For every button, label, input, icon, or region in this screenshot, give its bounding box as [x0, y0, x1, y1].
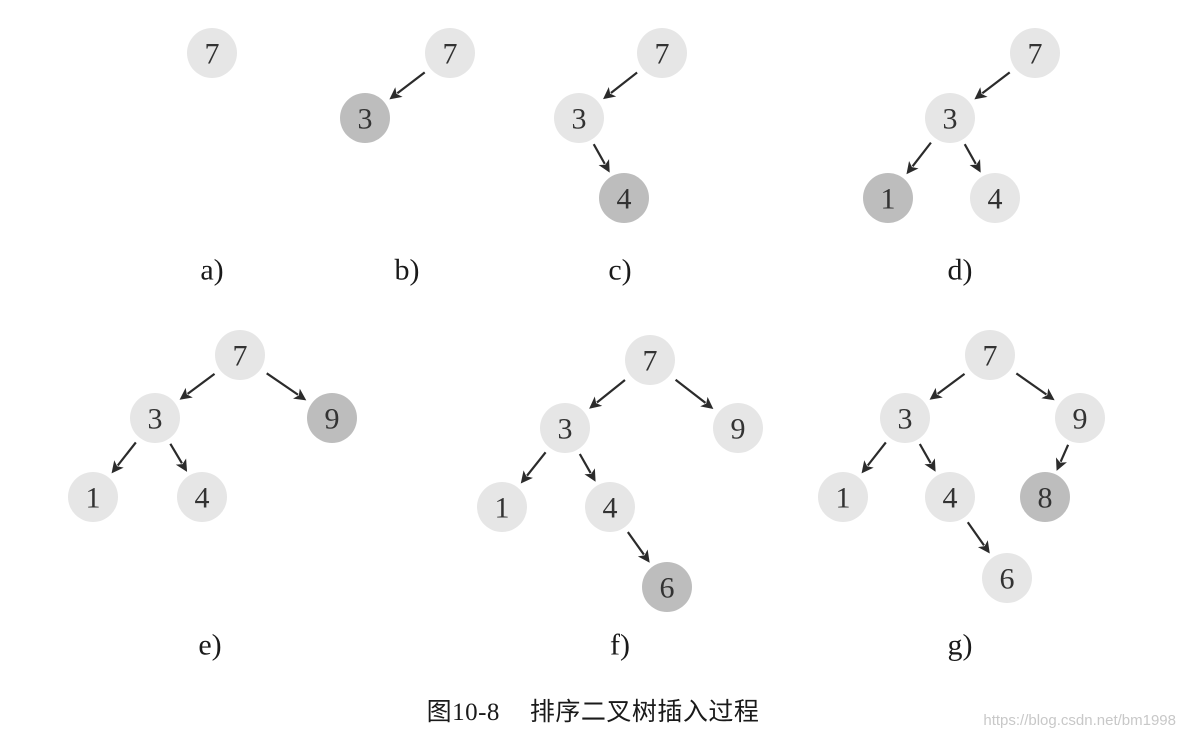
tree-panel-e: 7 3 9 1 4 e) [68, 330, 357, 662]
tree-panel-g: 7 3 9 1 4 8 6 g) [818, 330, 1105, 662]
edge-arrow-n3-n1 [111, 441, 137, 474]
node-value: 1 [881, 183, 896, 216]
node-value: 4 [617, 183, 632, 216]
edge-arrow-n3-n1 [906, 141, 932, 175]
tree-node-4: 4 [925, 472, 975, 522]
edge-arrow-n7-n9 [1015, 372, 1055, 401]
tree-panel-b: 7 3 b) [340, 28, 475, 287]
tree-node-3: 3 [130, 393, 180, 443]
tree-node-3: 3 [925, 93, 975, 143]
edge-arrow-n7-n9 [266, 372, 307, 401]
edge-arrow-n3-n4 [169, 443, 188, 472]
node-value: 7 [643, 345, 658, 378]
node-value: 4 [943, 482, 958, 515]
edge-arrow-n7-n9 [674, 378, 714, 409]
node-value: 3 [558, 413, 573, 446]
tree-node-1: 1 [68, 472, 118, 522]
tree-node-7: 7 [215, 330, 265, 380]
tree-panel-f: 7 3 9 1 4 6 f) [477, 335, 763, 662]
tree-node-7: 7 [637, 28, 687, 78]
tree-node-3: 3 [340, 93, 390, 143]
tree-node-7: 7 [625, 335, 675, 385]
panel-label-f: f) [610, 629, 630, 662]
panel-label-c: c) [608, 254, 631, 287]
node-value: 3 [358, 103, 373, 136]
tree-node-4: 4 [585, 482, 635, 532]
panel-label-a: a) [200, 254, 223, 287]
node-value: 1 [836, 482, 851, 515]
panel-label-b: b) [395, 254, 420, 287]
edge-arrow-n3-n4 [592, 143, 610, 173]
tree-node-6: 6 [982, 553, 1032, 603]
tree-panel-c: 7 3 4 c) [554, 28, 687, 287]
node-value: 7 [233, 340, 248, 373]
tree-panel-d: 7 3 1 4 d) [863, 28, 1060, 287]
figure-caption: 图10-8 排序二叉树插入过程 [0, 692, 1186, 728]
node-value: 6 [1000, 563, 1015, 596]
tree-node-7: 7 [1010, 28, 1060, 78]
tree-node-7: 7 [965, 330, 1015, 380]
node-value: 3 [943, 103, 958, 136]
node-value: 7 [205, 38, 220, 71]
edge-arrow-n3-n4 [578, 453, 596, 482]
node-value: 3 [572, 103, 587, 136]
panel-label-g: g) [948, 629, 973, 662]
tree-node-7: 7 [425, 28, 475, 78]
node-value: 3 [898, 403, 913, 436]
node-value: 8 [1038, 482, 1053, 515]
tree-node-6: 6 [642, 562, 692, 612]
edge-arrow-n7-n3 [179, 372, 216, 400]
tree-node-4: 4 [970, 173, 1020, 223]
node-value: 9 [731, 413, 746, 446]
tree-node-9: 9 [1055, 393, 1105, 443]
edge-arrow-n3-n4 [963, 143, 981, 173]
edge-arrow-n7-n3 [929, 372, 966, 400]
watermark: https://blog.csdn.net/bm1998 [983, 712, 1176, 729]
edge-arrow-n7-n3 [389, 71, 426, 100]
tree-node-1: 1 [477, 482, 527, 532]
panel-label-d: d) [948, 254, 973, 287]
tree-node-4: 4 [599, 173, 649, 223]
node-value: 4 [195, 482, 210, 515]
figure-number: 图10-8 [426, 699, 500, 726]
tree-node-9: 9 [713, 403, 763, 453]
node-value: 3 [148, 403, 163, 436]
edge-arrow-n3-n1 [861, 441, 887, 474]
edge-arrow-n7-n3 [974, 71, 1011, 100]
node-value: 9 [1073, 403, 1088, 436]
edge-arrow-n4-n6 [966, 521, 990, 554]
edge-arrow-n3-n1 [520, 451, 547, 484]
edge-arrow-n7-n3 [603, 71, 638, 100]
tree-node-1: 1 [818, 472, 868, 522]
tree-node-9: 9 [307, 393, 357, 443]
node-value: 1 [86, 482, 101, 515]
tree-node-1: 1 [863, 173, 913, 223]
edge-arrow-n3-n4 [918, 443, 936, 472]
edge-arrow-n7-n3 [589, 379, 626, 409]
tree-node-3: 3 [540, 403, 590, 453]
tree-node-8: 8 [1020, 472, 1070, 522]
tree-node-4: 4 [177, 472, 227, 522]
panel-label-e: e) [198, 629, 221, 662]
tree-node-7: 7 [187, 28, 237, 78]
node-value: 4 [988, 183, 1003, 216]
node-value: 7 [443, 38, 458, 71]
node-value: 4 [603, 492, 618, 525]
node-value: 1 [495, 492, 510, 525]
tree-node-3: 3 [880, 393, 930, 443]
node-value: 7 [1028, 38, 1043, 71]
tree-node-3: 3 [554, 93, 604, 143]
edge-arrow-n9-n8 [1055, 444, 1070, 471]
edge-arrow-n4-n6 [626, 531, 650, 563]
node-value: 9 [325, 403, 340, 436]
node-value: 7 [655, 38, 670, 71]
figure-title: 排序二叉树插入过程 [529, 699, 760, 726]
node-value: 7 [983, 340, 998, 373]
node-value: 6 [660, 572, 675, 605]
tree-panel-a: 7 a) [187, 28, 237, 287]
